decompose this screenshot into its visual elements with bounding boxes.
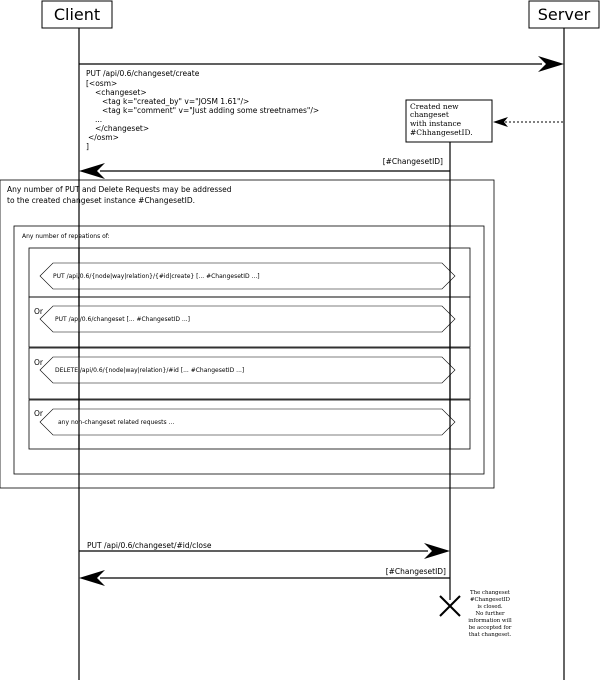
create-request-line: ... — [95, 115, 102, 124]
create-request-line: <changeset> — [95, 88, 147, 97]
create-request-line: ] — [86, 142, 89, 151]
alternative-operator: Or — [34, 409, 44, 418]
created-instance-note: Created new changeset with instance #Chh… — [405, 99, 493, 143]
alternative-request-shape — [39, 262, 456, 290]
destroy-cross-stroke — [439, 595, 461, 617]
closed-note-line: No further — [475, 611, 505, 617]
loop-frame-caption: Any number of repeations of: — [22, 233, 110, 240]
alternative-request-label: PUT /api/0.6/{node|way|relation}/{#id|cr… — [53, 273, 260, 280]
created-instance-note-line: #ChhangesetID. — [410, 128, 473, 137]
create-request-line: </changeset> — [95, 124, 149, 133]
changeset-destroy-cross — [439, 595, 461, 617]
alternative-operator: Or — [34, 358, 44, 367]
create-request-line: [<osm> — [86, 79, 117, 88]
close-response-label: [#ChangesetID] — [386, 567, 446, 576]
close-request-arrowhead — [424, 543, 450, 559]
alternatives-fragment: Or Or Or PUT /api/0.6/{node|way|relation… — [28, 247, 471, 450]
outer-frame-caption-line: Any number of PUT and Delete Requests ma… — [7, 185, 232, 194]
closed-note-line: The changeset — [470, 590, 511, 596]
alternative-request-shape — [39, 408, 456, 436]
alternative-box — [28, 347, 471, 400]
create-request-line: <tag k="created_by" v="JOSM 1.61"/> — [102, 97, 249, 106]
created-instance-note-line: Created new — [410, 102, 459, 111]
closed-note: The changeset #ChangesetID is closed. No… — [468, 590, 512, 638]
create-request-text: PUT /api/0.6/changeset/create [<osm> <ch… — [86, 69, 319, 151]
client-actor-label: Client — [54, 5, 100, 24]
create-request-line: PUT /api/0.6/changeset/create — [86, 69, 200, 78]
create-response-label: [#ChangesetID] — [383, 157, 443, 166]
closed-note-line: be accepted for — [469, 625, 512, 631]
create-response-arrowhead — [79, 163, 105, 179]
closed-note-line: is closed. — [477, 604, 503, 610]
alternative-request-shape — [39, 305, 456, 333]
client-actor: Client — [41, 0, 113, 29]
alternative-box — [28, 296, 471, 348]
client-actor-box — [41, 0, 113, 29]
server-actor-label: Server — [538, 5, 591, 24]
alternative-box — [28, 399, 471, 450]
created-instance-note-line: with instance — [410, 119, 462, 128]
create-request-line: <tag k="comment" v="Just adding some str… — [102, 106, 319, 115]
close-response-arrowhead — [79, 570, 105, 586]
create-request-line: </osm> — [88, 133, 119, 142]
closed-note-line: that changeset. — [469, 632, 512, 638]
created-instance-note-box — [405, 99, 493, 143]
outer-frame-caption-line: to the created changeset instance #Chang… — [7, 196, 195, 205]
create-instance-dashed-arrowhead — [493, 117, 508, 127]
created-instance-note-line: changeset — [410, 110, 449, 119]
alternative-request-label: PUT /api/0.6/changeset [... #ChangesetID… — [55, 316, 190, 323]
close-request-label: PUT /api/0.6/changeset/#id/close — [87, 541, 212, 550]
outer-frame — [0, 179, 495, 489]
alternative-request-label: any non-changeset related requests ... — [58, 419, 174, 426]
server-actor: Server — [528, 0, 600, 29]
alternative-operator: Or — [34, 307, 44, 316]
closed-note-line: information will — [468, 618, 512, 624]
alternative-request-shape — [39, 356, 456, 384]
closed-note-line: #ChangesetID — [470, 597, 511, 603]
alternative-request-label: DELETE /api/0.6/{node|way|relation}/#id … — [55, 367, 244, 374]
create-request-arrowhead — [538, 56, 564, 72]
loop-frame — [13, 225, 485, 475]
server-actor-box — [528, 0, 600, 29]
